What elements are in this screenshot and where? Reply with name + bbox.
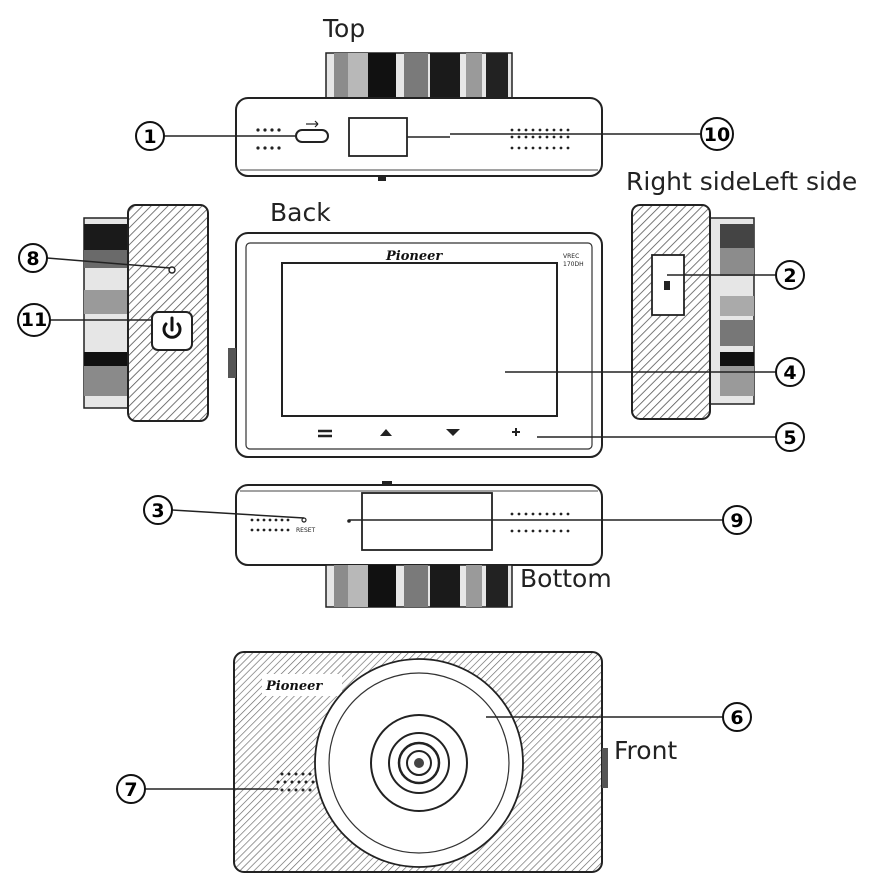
menu-icon — [318, 429, 332, 438]
top-mount-stripes — [325, 52, 513, 99]
microsd-slot-top — [348, 117, 408, 157]
callout-8: 8 — [18, 243, 171, 273]
svg-text:7: 7 — [124, 779, 137, 801]
callout-4: 4 — [505, 357, 805, 387]
svg-text:2: 2 — [783, 265, 796, 287]
back-badge-line1: VREC — [563, 253, 579, 260]
lcd-screen — [281, 262, 558, 417]
front-brand-logo: Pioneer — [265, 679, 323, 694]
led-indicator — [168, 266, 176, 274]
plus-icon — [512, 428, 520, 436]
reset-label: RESET — [296, 527, 316, 534]
callout-3: 3 — [143, 495, 305, 525]
down-arrow-icon — [446, 429, 460, 436]
svg-text:6: 6 — [730, 707, 743, 729]
speaker-grille — [276, 772, 315, 792]
power-icon — [162, 316, 182, 339]
up-arrow-icon — [380, 429, 392, 436]
callout-11: 11 — [17, 303, 152, 337]
usb-port — [295, 129, 329, 143]
callout-5: 5 — [537, 422, 805, 452]
usb-icon — [306, 120, 319, 128]
callout-9: 9 — [349, 505, 752, 535]
back-badge-line2: 170DH — [563, 261, 584, 268]
callout-10: 10 — [450, 117, 734, 151]
view-label-back: Back — [270, 198, 331, 227]
top-left-grille — [256, 128, 281, 150]
view-label-top: Top — [322, 14, 365, 43]
right-side-mount-stripes — [707, 217, 755, 405]
callout-2: 2 — [667, 260, 805, 290]
callout-6: 6 — [486, 702, 752, 732]
view-label-front: Front — [614, 736, 677, 765]
bottom-mount-plate — [361, 492, 493, 551]
svg-text:1: 1 — [143, 126, 156, 148]
svg-text:11: 11 — [21, 309, 47, 331]
camera-lens — [314, 658, 524, 868]
left-side-mount-stripes — [83, 217, 131, 409]
view-label-right-left-side: Right sideLeft side — [626, 167, 857, 196]
bottom-right-grille — [510, 512, 570, 533]
power-button — [151, 311, 193, 351]
svg-text:10: 10 — [704, 124, 730, 146]
callout-1: 1 — [135, 121, 296, 151]
top-right-grille — [510, 128, 570, 150]
svg-text:9: 9 — [730, 510, 743, 532]
svg-text:3: 3 — [151, 500, 164, 522]
svg-text:4: 4 — [783, 362, 796, 384]
bottom-left-grille — [250, 518, 290, 532]
svg-text:8: 8 — [26, 248, 39, 270]
bottom-mount-stripes — [325, 564, 513, 608]
svg-text:5: 5 — [783, 427, 796, 449]
view-label-bottom: Bottom — [520, 564, 612, 593]
callout-7: 7 — [116, 774, 278, 804]
back-brand-logo: Pioneer — [385, 249, 443, 264]
